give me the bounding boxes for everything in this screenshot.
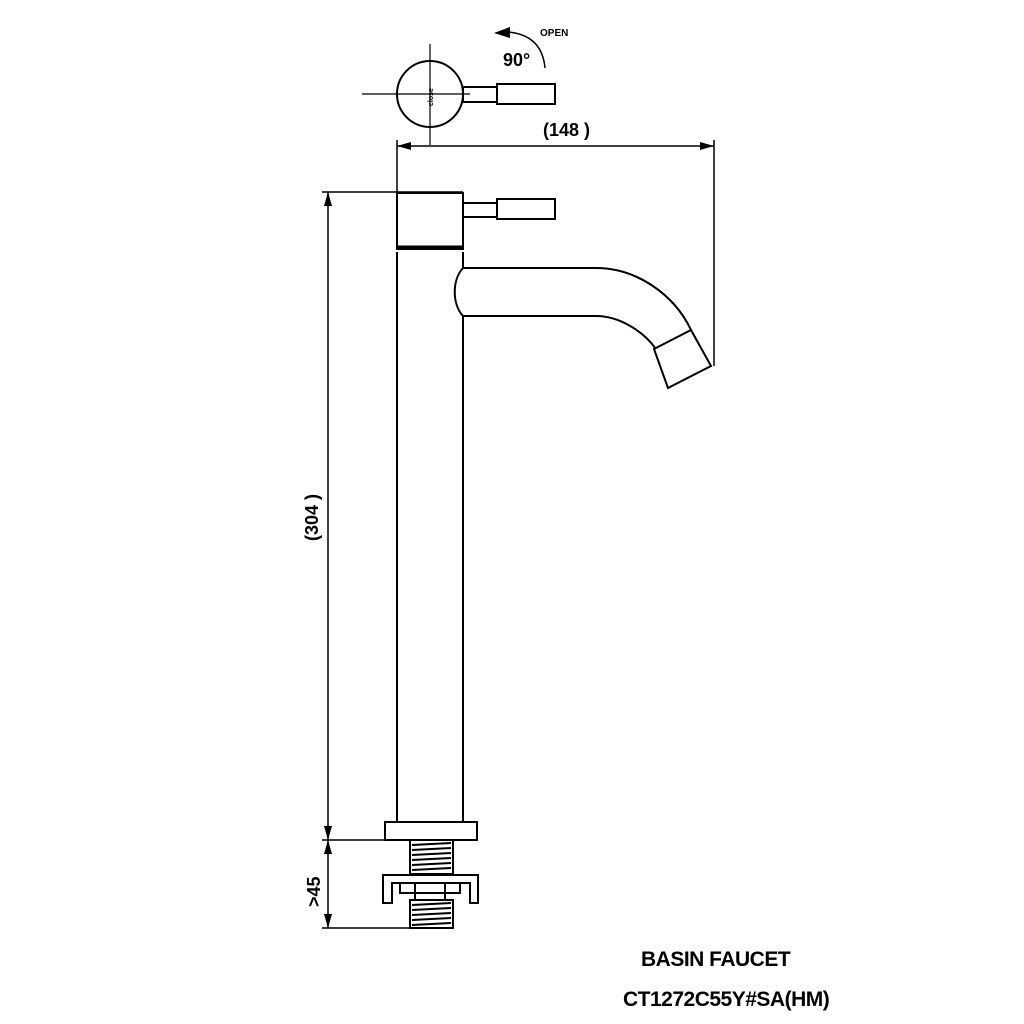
depth-label: >45 [304, 876, 324, 907]
width-arrow-right [700, 142, 714, 150]
faucet-side-view [382, 192, 713, 929]
width-arrow-left [397, 142, 411, 150]
product-name: BASIN FAUCET [641, 948, 791, 971]
spout-aerator [652, 328, 713, 390]
fixing-washer [399, 882, 461, 894]
depth-arrow-top [324, 840, 332, 854]
height-label: (304 ) [302, 494, 322, 541]
close-label: close [428, 88, 435, 106]
depth-dimension [322, 840, 412, 929]
width-label: (148 ) [543, 120, 590, 140]
top-view [362, 27, 556, 145]
spout-outline [453, 267, 692, 350]
thread-hatching [411, 842, 452, 926]
height-arrow-top [324, 192, 332, 206]
threaded-shank-lower [409, 899, 454, 929]
open-direction-arc [507, 31, 546, 69]
side-lever-neck [462, 202, 498, 218]
model-code: CT1272C55Y#SA(HM) [623, 988, 830, 1011]
side-lever-handle [496, 198, 556, 220]
fixing-bracket [382, 874, 479, 904]
base-flange [384, 821, 478, 841]
top-view-lever-handle [496, 83, 556, 105]
width-dimension [396, 140, 715, 366]
handle-cap [396, 192, 464, 250]
open-arrow-head [494, 27, 510, 38]
open-label: OPEN [540, 28, 568, 39]
height-arrow-bottom [324, 826, 332, 840]
depth-arrow-bottom [324, 914, 332, 928]
height-dimension [322, 191, 463, 841]
angle-label: 90° [503, 50, 530, 70]
